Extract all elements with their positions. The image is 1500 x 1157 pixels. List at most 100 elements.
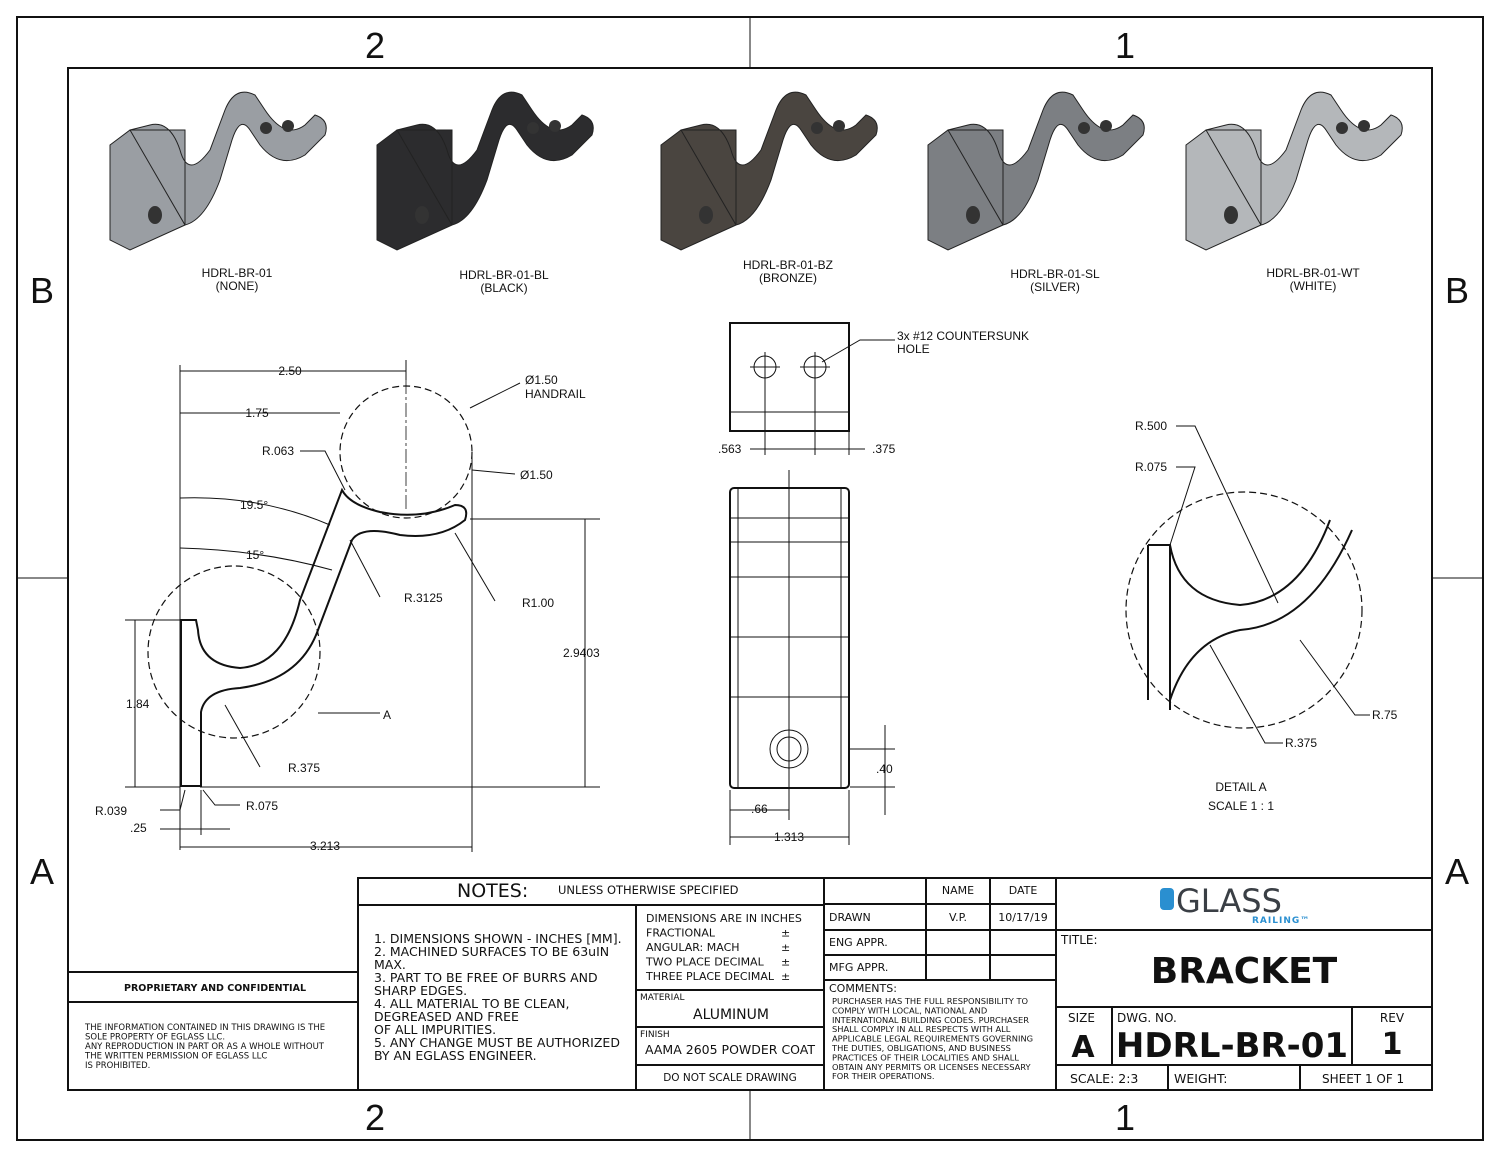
text-line: IS PROHIBITED.	[85, 1061, 150, 1071]
text-line: APPLICABLE LEGAL REQUIREMENTS GOVERNING	[832, 1034, 1033, 1044]
zone-2-bottom: 2	[365, 1097, 385, 1138]
proprietary-heading: PROPRIETARY AND CONFIDENTIAL	[124, 983, 306, 994]
svg-text:1.84: 1.84	[126, 697, 150, 711]
svg-text:NAME: NAME	[942, 884, 974, 897]
finish-value: AAMA 2605 POWDER COAT	[645, 1042, 815, 1057]
svg-text:REV: REV	[1380, 1011, 1405, 1025]
svg-text:.66: .66	[751, 802, 768, 816]
svg-text:1.313: 1.313	[774, 830, 804, 844]
svg-text:MATERIAL: MATERIAL	[640, 993, 685, 1003]
svg-text:R.075: R.075	[1135, 460, 1167, 474]
svg-text:DWG. NO.: DWG. NO.	[1117, 1011, 1177, 1025]
svg-text:Ø1.50: Ø1.50	[525, 373, 558, 387]
text-line: SOLE PROPERTY OF EGLASS LLC.	[85, 1033, 225, 1043]
notes-title: NOTES:	[457, 880, 528, 902]
zone-a-left: A	[30, 851, 54, 892]
comments: PURCHASER HAS THE FULL RESPONSIBILITY TO…	[831, 996, 1033, 1081]
variant-0: HDRL-BR-01(NONE)	[109, 91, 327, 293]
text-line: DIMENSIONS ARE IN INCHES	[646, 912, 802, 925]
svg-text:2.9403: 2.9403	[563, 646, 600, 660]
text-line: OBTAIN ANY PERMITS OR LICENSES NECESSARY	[832, 1062, 1032, 1072]
svg-text:SIZE: SIZE	[1068, 1011, 1095, 1025]
title-block-grid	[67, 877, 1433, 1091]
revision: 1	[1382, 1027, 1403, 1062]
zone-b-right: B	[1445, 270, 1469, 311]
svg-text:R.075: R.075	[246, 799, 278, 813]
tolerances: DIMENSIONS ARE IN INCHESFRACTIONALANGULA…	[645, 912, 802, 983]
detail-a-view: R.500 R.075 R.75 R.375 DETAIL A SCALE 1 …	[1125, 419, 1398, 813]
text-line: DEGREASED AND FREE	[374, 1009, 519, 1024]
variant-3: HDRL-BR-01-SL(SILVER)	[927, 91, 1145, 294]
text-line: 1. DIMENSIONS SHOWN - INCHES [MM].	[374, 931, 622, 946]
bracket-render	[1185, 91, 1403, 251]
svg-text:10/17/19: 10/17/19	[998, 911, 1047, 924]
plus-minus: ±	[781, 970, 790, 983]
text-line: THREE PLACE DECIMAL	[645, 970, 775, 983]
svg-text:R.039: R.039	[95, 804, 127, 818]
svg-text:FINISH: FINISH	[640, 1030, 670, 1040]
text-line: 3. PART TO BE FREE OF BURRS AND	[374, 970, 598, 985]
zone-1-bottom: 1	[1115, 1097, 1135, 1138]
svg-text:3.213: 3.213	[310, 839, 340, 853]
text-line: INTERNATIONAL BUILDING CODES. PURCHASER	[832, 1015, 1029, 1025]
variant-finish: (WHITE)	[1290, 279, 1337, 293]
variant-code: HDRL-BR-01	[202, 266, 273, 280]
variant-code: HDRL-BR-01-SL	[1010, 267, 1100, 281]
svg-text:.375: .375	[872, 442, 896, 456]
svg-text:SHEET 1 OF 1: SHEET 1 OF 1	[1322, 1072, 1404, 1086]
front-view: .40 .66 1.313	[729, 470, 895, 845]
svg-text:DETAIL A: DETAIL A	[1215, 780, 1266, 794]
top-view: 3x #12 COUNTERSUNK HOLE .563 .375	[718, 322, 1029, 456]
svg-text:SCALE: 2:3: SCALE: 2:3	[1070, 1071, 1138, 1086]
proprietary-text: THE INFORMATION CONTAINED IN THIS DRAWIN…	[84, 1023, 325, 1071]
text-line: ANGULAR: MACH	[646, 941, 740, 954]
svg-text:SCALE 1 : 1: SCALE 1 : 1	[1208, 799, 1274, 813]
svg-text:15°: 15°	[246, 548, 264, 562]
svg-text:TITLE:: TITLE:	[1060, 933, 1098, 947]
text-line: PRACTICES OF THEIR LOCALITIES AND SHALL	[832, 1052, 1019, 1062]
svg-text:.25: .25	[130, 821, 147, 835]
variant-finish: (BRONZE)	[759, 271, 817, 285]
svg-text:RAILING™: RAILING™	[1252, 916, 1310, 926]
zone-a-right: A	[1445, 851, 1469, 892]
bracket-render	[376, 91, 594, 251]
svg-text:19.5°: 19.5°	[240, 498, 268, 512]
svg-text:R.375: R.375	[288, 761, 320, 775]
bracket-render	[660, 91, 878, 251]
zone-1-top: 1	[1115, 25, 1135, 66]
zone-ticks	[17, 17, 1483, 1140]
variant-code: HDRL-BR-01-BL	[459, 268, 549, 282]
svg-text:HOLE: HOLE	[897, 342, 930, 356]
text-line: BY AN EGLASS ENGINEER.	[374, 1048, 537, 1063]
text-line: COMPLY WITH LOCAL, NATIONAL AND	[832, 1005, 987, 1015]
drawing-title: BRACKET	[1151, 951, 1338, 992]
plus-minus: ±	[781, 927, 790, 940]
text-line: THE DUTIES, OBLIGATIONS, AND BUSINESS	[831, 1043, 1011, 1053]
text-line: SHARP EDGES.	[374, 983, 467, 998]
svg-text:HANDRAIL: HANDRAIL	[525, 387, 586, 401]
svg-text:R.375: R.375	[1285, 736, 1317, 750]
svg-text:MFG APPR.: MFG APPR.	[829, 961, 888, 974]
text-line: 4. ALL MATERIAL TO BE CLEAN,	[374, 996, 569, 1011]
svg-text:DATE: DATE	[1009, 884, 1038, 897]
detail-callout: A	[383, 708, 391, 722]
text-line: OF ALL IMPURITIES.	[374, 1022, 496, 1037]
text-line: THE INFORMATION CONTAINED IN THIS DRAWIN…	[84, 1023, 325, 1033]
text-line: FOR THEIR OPERATIONS.	[832, 1071, 935, 1081]
svg-text:V.P.: V.P.	[949, 911, 967, 924]
svg-text:.40: .40	[876, 762, 893, 776]
svg-text:R.75: R.75	[1372, 708, 1398, 722]
plus-minus: ±	[781, 956, 790, 969]
svg-text:R1.00: R1.00	[522, 596, 554, 610]
text-line: SHALL COMPLY IN ALL RESPECTS WITH ALL	[832, 1024, 1011, 1034]
eglass-logo: GLASS RAILING™	[1160, 882, 1310, 926]
plus-minus: ±	[781, 941, 790, 954]
drawing-number: HDRL-BR-01	[1116, 1026, 1348, 1066]
variant-finish: (BLACK)	[480, 281, 527, 295]
svg-text:R.3125: R.3125	[404, 591, 443, 605]
text-line: ANY REPRODUCTION IN PART OR AS A WHOLE W…	[85, 1042, 325, 1052]
zone-2-top: 2	[365, 25, 385, 66]
material-value: ALUMINUM	[693, 1007, 769, 1023]
text-line: 5. ANY CHANGE MUST BE AUTHORIZED	[374, 1035, 620, 1050]
